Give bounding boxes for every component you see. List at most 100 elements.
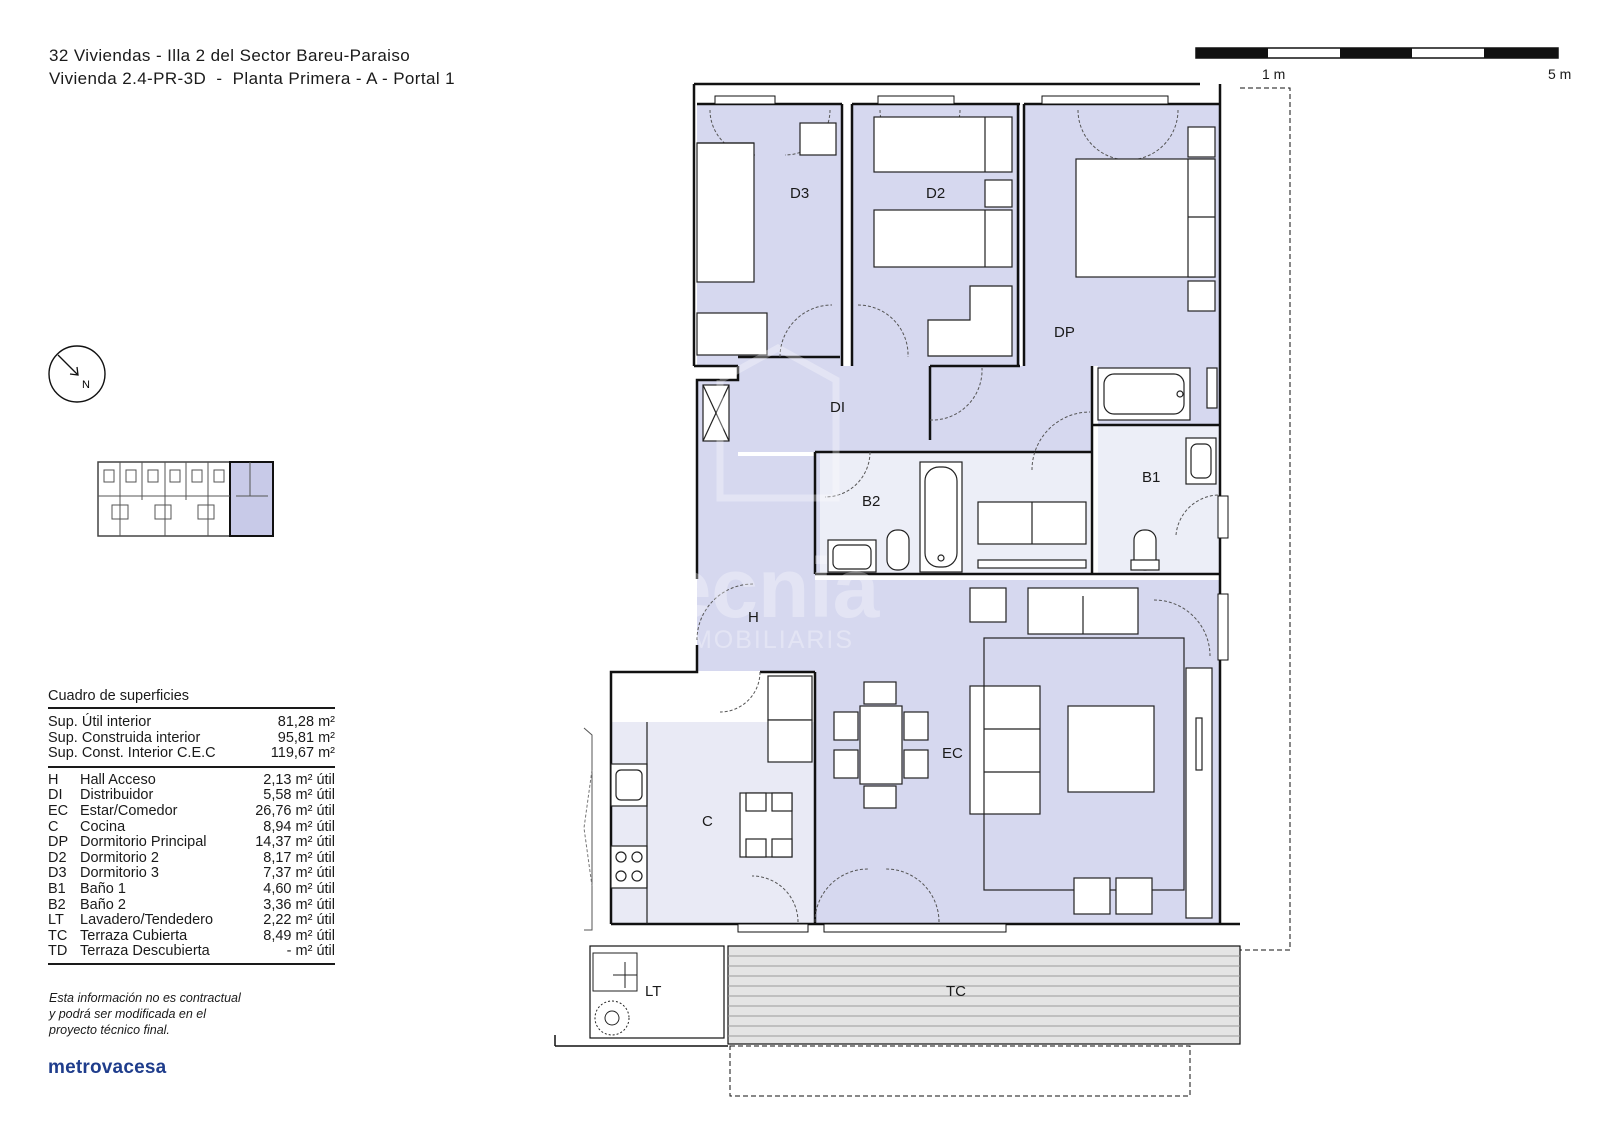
table-row: B2 Baño 2 3,36 m² útil — [48, 896, 335, 914]
room-label-ec: EC — [942, 745, 963, 762]
windows — [714, 95, 1229, 933]
divider — [48, 707, 335, 709]
compass-label: N — [82, 379, 90, 391]
room-name: Cocina — [80, 818, 126, 835]
room-code: DP — [48, 834, 69, 851]
total-label: Sup. Const. Interior C.E.C — [48, 745, 216, 762]
room-area: 3,36 m² útil — [263, 896, 335, 913]
room-area: 2,13 m² útil — [263, 771, 335, 788]
terrace — [554, 87, 1291, 1097]
room-name: Baño 1 — [80, 880, 126, 897]
table-row: DI Distribuidor 5,58 m² útil — [48, 788, 335, 804]
room-area: 14,37 m² útil — [255, 834, 335, 851]
room-label-c: C — [702, 813, 713, 830]
table-row: LT Lavadero/Tendedero 2,22 m² útil — [48, 913, 335, 929]
room-area: 5,58 m² útil — [263, 787, 335, 804]
room-code: TC — [48, 927, 68, 944]
table-row: EC Estar/Comedor 26,76 m² útil — [48, 802, 335, 820]
room-label-b1: B1 — [1142, 469, 1160, 486]
room-area: 8,17 m² útil — [263, 849, 335, 866]
total-value: 95,81 m² — [277, 729, 335, 746]
surface-table: Cuadro de superficies Sup. Útil interior… — [48, 688, 335, 965]
room-label-dp: DP — [1054, 324, 1075, 341]
room-code: D3 — [48, 865, 67, 882]
brand-logo: metrovacesa — [48, 1057, 167, 1078]
room-label-d3: D3 — [790, 185, 809, 202]
room-label-lt: LT — [645, 983, 661, 1000]
room-name: Baño 2 — [80, 896, 126, 913]
room-name: Estar/Comedor — [80, 802, 178, 819]
wardrobe-d2 — [873, 116, 1013, 173]
table-row: B1 Baño 1 4,60 m² útil — [48, 880, 335, 898]
disclaimer-note: Esta información no es contractual y pod… — [49, 991, 241, 1037]
total-row: Sup. Útil interior 81,28 m² — [48, 714, 335, 731]
room-name: Dormitorio 3 — [80, 865, 159, 882]
scale-bar: 1 m 5 m — [1195, 47, 1571, 82]
room-label-di: DI — [830, 399, 845, 416]
table-row: D2 Dormitorio 2 8,17 m² útil — [48, 849, 335, 867]
room-name: Terraza Descubierta — [80, 943, 210, 960]
room-area: 26,76 m² útil — [255, 802, 335, 819]
room-area: 8,49 m² útil — [263, 927, 335, 944]
room-name: Hall Acceso — [80, 771, 156, 788]
watermark-main: tecnia — [637, 541, 881, 635]
sofa-side — [969, 685, 1041, 815]
fridge — [767, 675, 813, 721]
bed-d3 — [696, 142, 755, 283]
scale-label-max: 5 m — [1548, 66, 1571, 82]
room-labels: D3 D2 DP DI B1 B2 H EC C LT TC — [645, 185, 1160, 1000]
room-code: B1 — [48, 880, 66, 897]
room-area: 4,60 m² útil — [263, 880, 335, 897]
scale-label-min: 1 m — [1262, 66, 1285, 82]
room-code: D2 — [48, 849, 67, 866]
surface-table-title: Cuadro de superficies — [48, 688, 190, 704]
desk-d3 — [696, 312, 768, 356]
room-code: H — [48, 771, 59, 788]
divider — [48, 962, 335, 965]
room-code: C — [48, 818, 59, 835]
total-value: 81,28 m² — [277, 714, 335, 730]
watermark-sub: INMOBILIARIS — [662, 626, 854, 654]
room-name: Distribuidor — [80, 787, 154, 804]
room-code: B2 — [48, 896, 66, 913]
room-code: LT — [48, 912, 64, 929]
key-plan-thumbnail — [97, 461, 274, 537]
dining-table — [859, 705, 903, 785]
room-name: Lavadero/Tendedero — [80, 912, 214, 929]
room-code: EC — [48, 802, 69, 819]
toilet-b2 — [886, 529, 910, 571]
table-row: TD Terraza Descubierta - m² útil — [48, 944, 335, 960]
total-value: 119,67 m² — [270, 745, 335, 762]
total-label: Sup. Construida interior — [48, 729, 201, 746]
room-label-b2: B2 — [862, 493, 880, 510]
room-area: - m² útil — [286, 943, 335, 960]
walls — [609, 82, 1240, 926]
tv-unit — [1185, 667, 1213, 919]
room-areas: H Hall Acceso 2,13 m² útil DI Distribuidor 5… — [48, 768, 335, 963]
north-compass-icon: N — [48, 345, 106, 403]
watermark-logo: tecnia INMOBILIARIS — [637, 344, 881, 654]
table-row: H Hall Acceso 2,13 m² útil — [48, 771, 335, 789]
divider — [48, 765, 335, 768]
room-label-tc: TC — [946, 983, 966, 1000]
total-row: Sup. Construida interior 95,81 m² — [48, 729, 335, 747]
room-name: Terraza Cubierta — [80, 927, 188, 944]
cooktop — [610, 845, 648, 889]
room-name: Dormitorio Principal — [80, 834, 207, 851]
total-label: Sup. Útil interior — [48, 714, 152, 730]
surface-totals: Sup. Útil interior 81,28 m² Sup. Constru… — [48, 709, 335, 766]
total-row: Sup. Const. Interior C.E.C 119,67 m² — [48, 746, 335, 762]
room-name: Dormitorio 2 — [80, 849, 159, 866]
room-code: DI — [48, 787, 63, 804]
plan-title: 32 Viviendas - Illa 2 del Sector Bareu-P… — [49, 46, 411, 65]
bed-d2 — [873, 209, 1013, 268]
plan-subtitle: Vivienda 2.4-PR-3D - Planta Primera - A … — [49, 69, 455, 88]
room-area: 2,22 m² útil — [263, 912, 335, 929]
coffee-table — [1067, 705, 1155, 793]
room-label-d2: D2 — [926, 185, 945, 202]
room-code: TD — [48, 943, 68, 960]
table-row: DP Dormitorio Principal 14,37 m² útil — [48, 835, 335, 851]
